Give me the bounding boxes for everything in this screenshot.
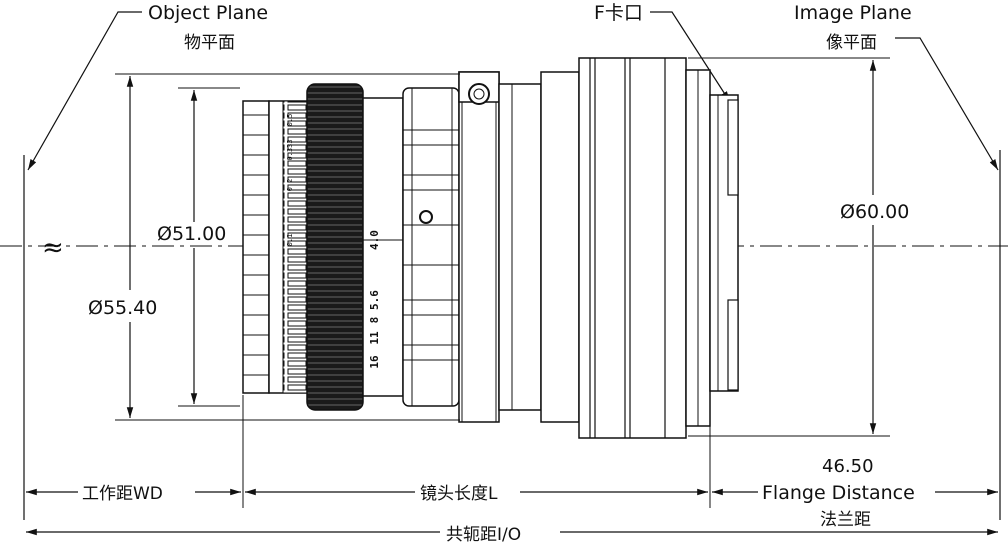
- wd-label: 工作距WD: [82, 484, 163, 504]
- flange-value-label: 46.50: [822, 456, 874, 477]
- f-mount-label: F卡口: [594, 2, 643, 24]
- io-label: 共轭距I/O: [446, 525, 521, 545]
- object-plane-leader: [23, 11, 142, 520]
- focus-scale: 0.5 0.333 0.2 0.1: [286, 114, 294, 247]
- lens-length-label: 镜头长度L: [420, 484, 498, 504]
- dia-55-label: Ø55.40: [88, 297, 157, 319]
- approx-symbol: ≈: [42, 233, 64, 263]
- flange-cn-label: 法兰距: [820, 510, 871, 530]
- aperture-mark: 4.0: [368, 230, 381, 250]
- image-plane-label: Image Plane: [794, 2, 912, 24]
- aperture-mark: 8: [368, 317, 381, 324]
- dim-dia-55: [115, 73, 460, 421]
- focus-mark: 0.5: [286, 114, 294, 127]
- object-plane-cn-label: 物平面: [184, 33, 235, 53]
- dia-60-label: Ø60.00: [840, 201, 909, 223]
- aperture-scale: 4.0 5.6 8 11 16: [368, 230, 381, 369]
- dim-dia-60: [688, 57, 890, 437]
- object-plane-label: Object Plane: [148, 2, 268, 24]
- focus-mark: 0.2: [286, 179, 294, 192]
- aperture-mark: 5.6: [368, 290, 381, 310]
- image-plane-cn-label: 像平面: [826, 33, 877, 53]
- focus-mark: 0.1: [286, 234, 294, 247]
- dim-dia-51: [178, 87, 240, 407]
- flange-distance-label: Flange Distance: [762, 482, 915, 504]
- aperture-mark: 16: [368, 355, 381, 369]
- image-plane-leader: [895, 37, 1001, 520]
- lens-body: [242, 57, 739, 439]
- dia-51-label: Ø51.00: [157, 223, 226, 245]
- focus-mark: 0.333: [286, 139, 294, 160]
- aperture-mark: 11: [368, 331, 381, 345]
